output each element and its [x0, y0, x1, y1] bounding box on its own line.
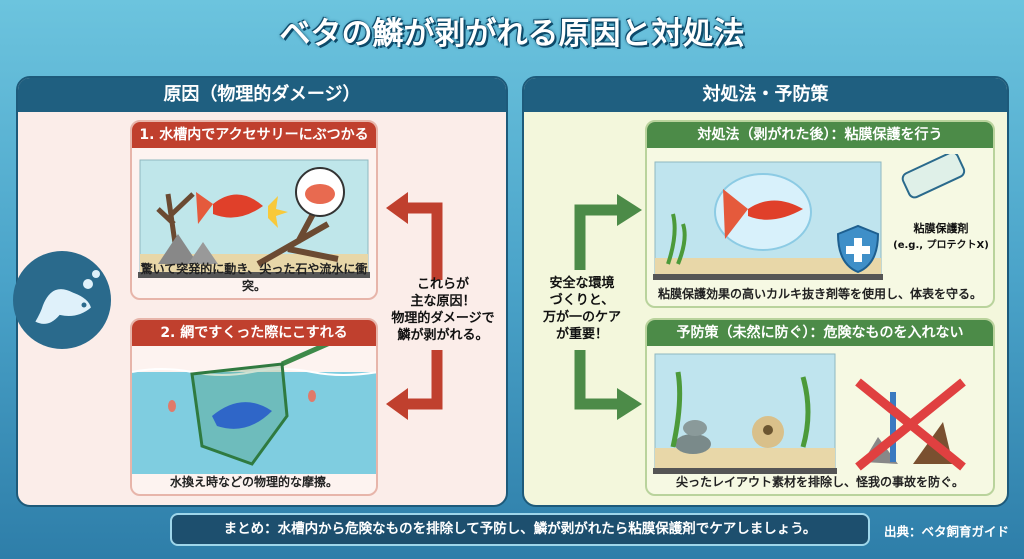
remedy-card-mucus-protection: 対処法（剥がれた後）：粘膜保護を行う 粘膜保護剤 (e.g., プロテクトX) … [645, 120, 995, 308]
note-line: が重要！ [555, 327, 608, 342]
note-line: 主な原因！ [410, 294, 476, 309]
mucus-protection-illustration: 粘膜保護剤 (e.g., プロテクトX) [653, 154, 989, 280]
cause-card-accessory: 1. 水槽内でアクセサリーにぶつかる 驚いて突発的に動き、尖った石や流水に衝突。 [130, 120, 378, 300]
remedy-card-caption: 粘膜保護効果の高いカルキ抜き剤等を使用し、体表を守る。 [657, 287, 982, 301]
note-line: 万が一のケア [542, 310, 621, 325]
note-line: 物理的ダメージで [391, 311, 495, 326]
cause-card-title: 1. 水槽内でアクセサリーにぶつかる [132, 122, 376, 148]
cause-card-caption: 水換え時などの物理的な摩擦。 [169, 475, 338, 489]
source-credit: 出典：ベタ飼育ガイド [884, 524, 1010, 539]
care-summary-note: 安全な環境 づくりと、 万が一のケア が重要！ [532, 275, 632, 343]
prevention-card: 予防策（未然に防ぐ）：危険なものを入れない 尖ったレイアウト素材を排除し、怪我の… [645, 318, 995, 496]
remedies-header: 対処法・予防策 [524, 78, 1007, 112]
cause-card-title: 2. 網ですくった際にこすれる [132, 320, 376, 346]
safe-layout-illustration [653, 353, 966, 474]
cause-summary-note: これらが 主な原因！ 物理的ダメージで 鱗が剥がれる。 [378, 276, 508, 344]
product-example: (e.g., プロテクトX) [893, 238, 989, 251]
remedy-card-title: 対処法（剥がれた後）：粘膜保護を行う [647, 122, 993, 148]
care-arrows-icon [574, 194, 642, 420]
summary-banner: まとめ：水槽内から危険なものを排除して予防し、鱗が剥がれたら粘膜保護剤でケアしま… [170, 513, 870, 546]
note-line: 鱗が剥がれる。 [397, 328, 489, 343]
note-line: これらが [416, 277, 469, 292]
note-line: 安全な環境 [549, 276, 615, 291]
cause-card-caption: 驚いて突発的に動き、尖った石や流水に衝突。 [140, 262, 368, 293]
prevention-card-title: 予防策（未然に防ぐ）：危険なものを入れない [647, 320, 993, 346]
prevention-card-caption: 尖ったレイアウト素材を排除し、怪我の事故を防ぐ。 [675, 475, 964, 489]
product-label: 粘膜保護剤 [914, 221, 969, 235]
causes-header: 原因（物理的ダメージ） [18, 78, 506, 112]
page-title: ベタの鱗が剥がれる原因と対処法 [279, 16, 745, 52]
cause-arrows-icon [386, 192, 443, 420]
betta-fish-icon [13, 251, 111, 349]
net-scooping-illustration [132, 346, 376, 474]
aquarium-collision-illustration [138, 159, 370, 278]
note-line: づくりと、 [549, 293, 615, 308]
cause-card-net: 2. 網ですくった際にこすれる 水換え時などの物理的な摩擦。 [130, 318, 378, 496]
